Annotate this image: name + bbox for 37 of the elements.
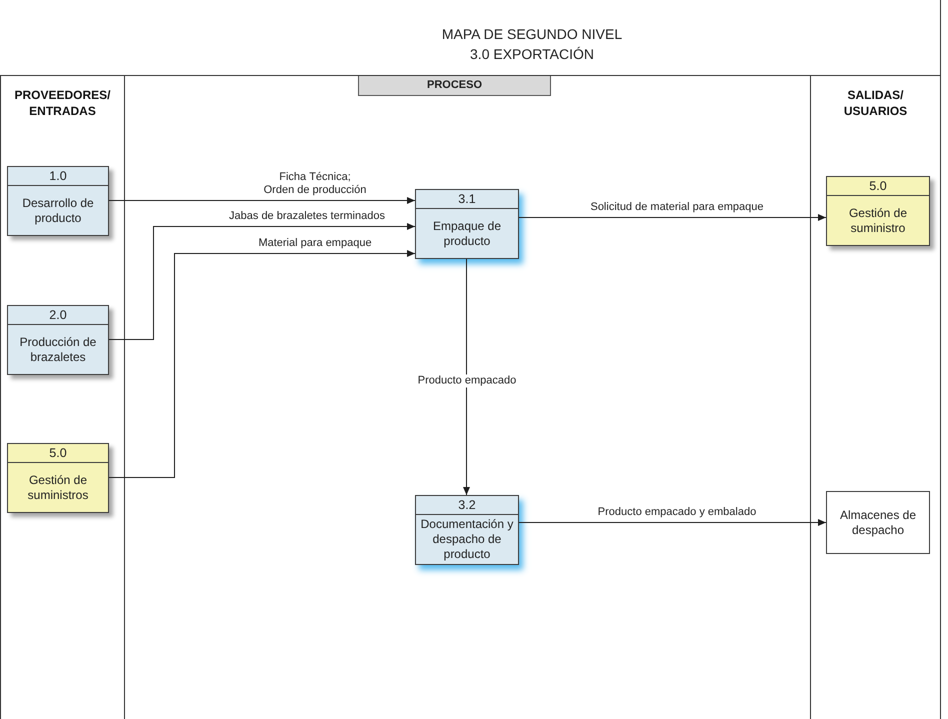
arrow (108, 223, 416, 340)
process-box (7, 305, 109, 375)
arrow (108, 197, 416, 204)
entity-box (826, 491, 930, 554)
process-name: Documentación y despacho de producto (420, 517, 514, 562)
process-box (7, 166, 109, 236)
arrow (518, 519, 826, 526)
process-box (415, 495, 519, 565)
process-name: Gestión de suministro (848, 206, 908, 236)
process-number: 1.0 (8, 167, 108, 186)
process-name: Gestión de suministros (26, 472, 90, 502)
process-number: 5.0 (8, 444, 108, 463)
edge-label: Producto empacado y embalado (596, 506, 758, 519)
entity-name: Almacenes de despacho (838, 508, 918, 538)
process-name: Desarrollo de producto (21, 196, 95, 226)
process-number: 2.0 (8, 306, 108, 325)
process-number: 3.2 (416, 496, 518, 515)
process-name: Producción de brazaletes (18, 334, 98, 364)
lane-heading: SALIDAS/ USUARIOS (842, 87, 908, 119)
arrow (518, 214, 826, 221)
lane-heading: PROCESO (358, 76, 551, 96)
edge-label: Ficha Técnica; Orden de producción (262, 171, 368, 197)
diagram-subtitle: 3.0 EXPORTACIÓN (470, 46, 594, 63)
process-box (415, 189, 519, 259)
process-number: 5.0 (827, 177, 929, 196)
arrow (108, 250, 416, 478)
lane-heading: PROVEEDORES/ ENTRADAS (13, 87, 112, 119)
process-name: Empaque de producto (432, 218, 502, 248)
process-box (7, 443, 109, 513)
process-box (826, 176, 930, 246)
edge-label: Producto empacado (416, 374, 518, 388)
edge-label: Material para empaque (257, 237, 373, 250)
arrow (463, 258, 470, 496)
diagram-title: MAPA DE SEGUNDO NIVEL (442, 26, 622, 43)
swimlane (0, 76, 125, 719)
process-number: 3.1 (416, 190, 518, 209)
edge-label: Solicitud de material para empaque (589, 201, 765, 214)
